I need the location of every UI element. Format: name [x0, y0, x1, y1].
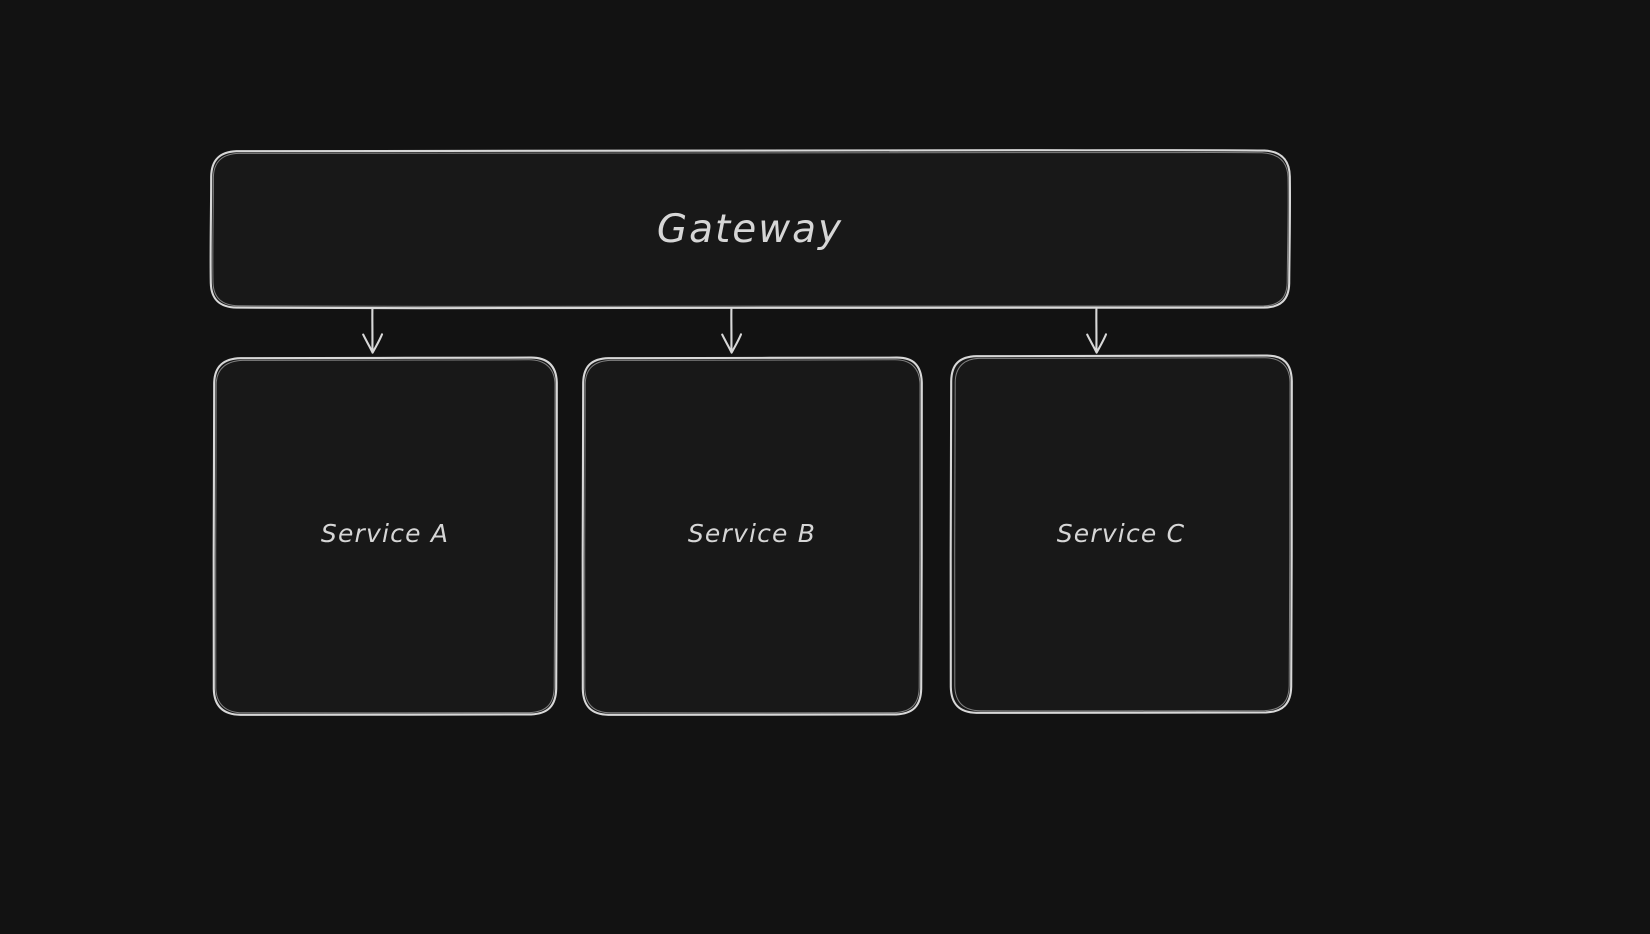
- node-service-b-outline: [581, 356, 924, 716]
- edge-gateway-service-a[interactable]: [362, 307, 384, 354]
- node-service-c-outline-sketch-pass: [954, 357, 1291, 712]
- node-service-a-outline-sketch-pass: [215, 359, 556, 714]
- node-service-a-outline: [212, 356, 559, 716]
- node-service-b-outline-sketch-pass: [584, 359, 921, 714]
- node-gateway-outline: [209, 149, 1292, 310]
- edge-gateway-service-a-arrowhead: [362, 333, 384, 354]
- node-gateway-fill: [210, 150, 1290, 308]
- node-service-c[interactable]: [949, 354, 1294, 714]
- node-service-b-fill: [582, 357, 922, 715]
- node-gateway-outline-sketch-pass: [212, 152, 1289, 307]
- node-service-b[interactable]: [581, 356, 924, 716]
- node-service-a-fill: [213, 357, 557, 715]
- edge-gateway-service-c-arrowhead: [1086, 333, 1108, 354]
- edge-gateway-service-c[interactable]: [1086, 307, 1108, 354]
- node-gateway[interactable]: [209, 149, 1292, 310]
- node-service-a[interactable]: [212, 356, 559, 716]
- edge-gateway-service-b-arrowhead: [721, 333, 743, 354]
- node-service-c-fill: [950, 355, 1292, 713]
- edge-gateway-service-b[interactable]: [721, 307, 743, 354]
- node-service-c-outline: [949, 354, 1294, 714]
